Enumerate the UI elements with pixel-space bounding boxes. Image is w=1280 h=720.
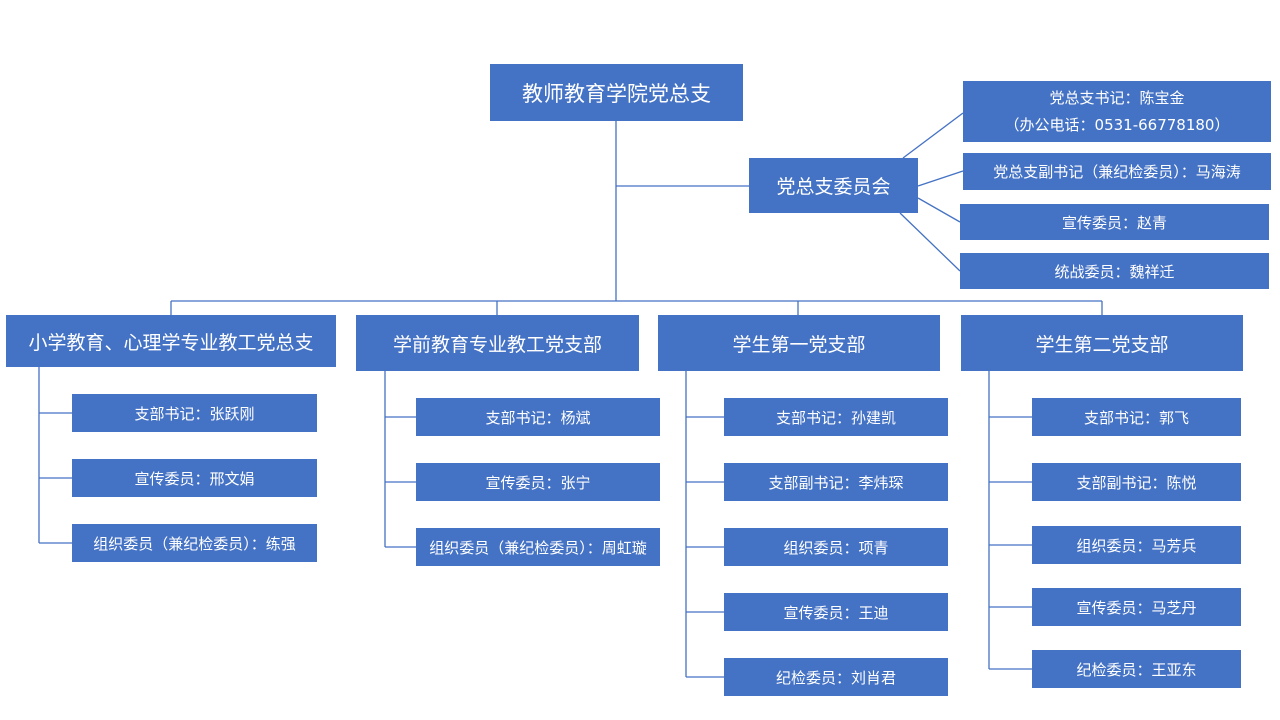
secretary-name: 党总支书记：陈宝金 (1049, 88, 1185, 107)
branch-member: 组织委员（兼纪检委员）：练强 (72, 524, 317, 562)
branch-member: 支部副书记：陈悦 (1032, 463, 1241, 501)
committee-fan-4 (899, 212, 961, 272)
branch-node: 学生第二党支部 (961, 315, 1243, 371)
branch-member: 组织委员：项青 (724, 528, 948, 566)
branch-member: 宣传委员：邢文娟 (72, 459, 317, 497)
committee-node: 党总支委员会 (749, 158, 918, 213)
committee-member-secretary: 党总支书记：陈宝金 （办公电话：0531-66778180） (963, 81, 1271, 142)
branch-member: 支部书记：孙建凯 (724, 398, 948, 436)
branch-member: 宣传委员：王迪 (724, 593, 948, 631)
branch-member: 组织委员：马芳兵 (1032, 526, 1241, 564)
branch-member: 支部书记：郭飞 (1032, 398, 1241, 436)
branch-node: 小学教育、心理学专业教工党总支 (6, 315, 336, 367)
branch-member: 支部书记：张跃刚 (72, 394, 317, 432)
branch-member: 支部副书记：李炜琛 (724, 463, 948, 501)
branch-member: 宣传委员：马芝丹 (1032, 588, 1241, 626)
secretary-phone: （办公电话：0531-66778180） (1004, 115, 1230, 134)
branch-member: 纪检委员：王亚东 (1032, 650, 1241, 688)
branch-node: 学生第一党支部 (658, 315, 940, 371)
committee-fan-1 (902, 112, 964, 159)
branch-member: 纪检委员：刘肖君 (724, 658, 948, 696)
branch-node: 学前教育专业教工党支部 (356, 315, 639, 371)
branch-member: 支部书记：杨斌 (416, 398, 660, 436)
committee-fan-2 (917, 170, 964, 187)
committee-member-deputy: 党总支副书记（兼纪检委员）：马海涛 (963, 153, 1271, 190)
root-node: 教师教育学院党总支 (490, 64, 743, 121)
committee-member-united-front: 统战委员：魏祥迁 (960, 253, 1269, 289)
branch-member: 宣传委员：张宁 (416, 463, 660, 501)
branch-member: 组织委员（兼纪检委员）：周虹璇 (416, 528, 660, 566)
committee-fan-3 (917, 197, 961, 223)
committee-member-publicity: 宣传委员：赵青 (960, 204, 1269, 240)
